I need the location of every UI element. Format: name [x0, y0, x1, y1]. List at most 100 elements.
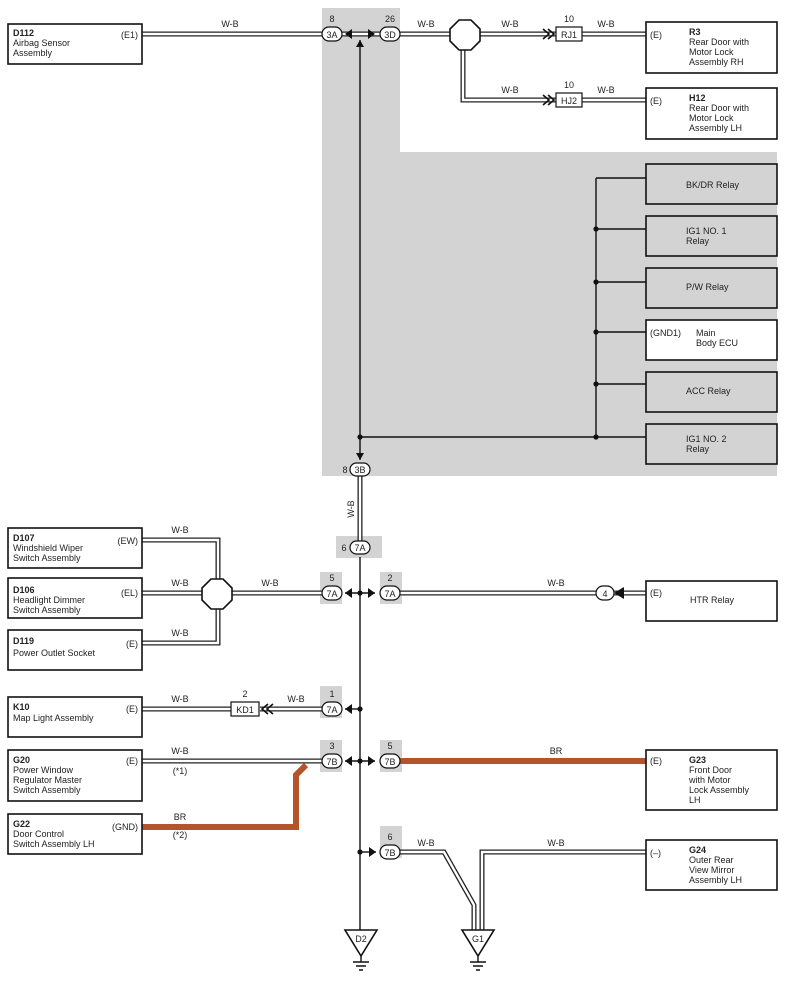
component-name-line: Main — [696, 328, 716, 338]
component-code: D119 — [13, 636, 34, 646]
pin-number: 10 — [564, 14, 574, 24]
br-wire-g22 — [142, 762, 309, 830]
pin-number: 5 — [329, 573, 334, 583]
connector-7a-6: 7A 6 — [341, 540, 371, 555]
component-name-line: Switch Assembly — [13, 785, 81, 795]
connector-label: 7A — [384, 589, 395, 599]
component-d107: D107 Windshield Wiper Switch Assembly (E… — [7, 527, 143, 569]
component-g22: G22 Door Control Switch Assembly LH (GND… — [7, 813, 143, 855]
terminal-label: (EL) — [121, 588, 138, 598]
component-name-line: Power Window — [13, 765, 74, 775]
wire-label: W-B — [287, 694, 304, 704]
component-k10: K10 Map Light Assembly (E) — [7, 696, 143, 738]
component-htr-relay: HTR Relay (E) — [645, 580, 778, 622]
pin-number: 8 — [329, 14, 334, 24]
connector-7b-3: 7B 3 — [321, 741, 343, 769]
component-name-line: Front Door — [689, 765, 732, 775]
wire-label: W-B — [221, 19, 238, 29]
connector-rj1: RJ1 10 — [555, 14, 583, 42]
component-name-line: with Motor — [688, 775, 731, 785]
component-name-line: HTR Relay — [690, 595, 735, 605]
connector-3d: 3D 26 — [379, 14, 401, 42]
wire-label: W-B — [171, 578, 188, 588]
wire-label: W-B — [417, 19, 434, 29]
component-name-line: View Mirror — [689, 865, 734, 875]
component-code: G20 — [13, 755, 30, 765]
component-name-line: Power Outlet Socket — [13, 648, 96, 658]
connector-label: 7A — [326, 589, 337, 599]
connector-7a-2: 7A 2 — [379, 573, 401, 601]
ground-label: G1 — [472, 934, 484, 944]
component-code: G23 — [689, 755, 706, 765]
component-code: G24 — [689, 845, 706, 855]
connector-label: KD1 — [236, 705, 254, 715]
terminal-label: (E) — [650, 96, 662, 106]
terminal-label: (E) — [126, 704, 138, 714]
component-ig1-no2-relay: IG1 NO. 2 Relay — [645, 423, 778, 465]
connector-label: 3A — [326, 30, 337, 40]
component-name-line: IG1 NO. 1 — [686, 226, 727, 236]
wire-label: BR — [550, 746, 563, 756]
pin-number: 3 — [329, 741, 334, 751]
ground-d2: D2 — [343, 929, 379, 971]
pin-number: 2 — [387, 573, 392, 583]
chevrons — [260, 28, 556, 715]
connector-3a: 3A 8 — [321, 14, 343, 42]
splice-octagon-top — [449, 19, 481, 51]
note-label: (*2) — [173, 830, 188, 840]
wire-label: W-B — [171, 525, 188, 535]
component-name-line: LH — [689, 795, 701, 805]
component-name-line: Relay — [686, 236, 710, 246]
connector-label: 7B — [326, 757, 337, 767]
component-name-line: Door Control — [13, 829, 64, 839]
terminal-label: (E1) — [121, 30, 138, 40]
component-g23: G23 Front Door with Motor Lock Assembly … — [645, 749, 778, 811]
pin-number: 26 — [385, 14, 395, 24]
component-name-line: Lock Assembly — [689, 785, 750, 795]
terminal-label: (E) — [126, 639, 138, 649]
component-name-line: Body ECU — [696, 338, 738, 348]
component-name-line: Headlight Dimmer — [13, 595, 85, 605]
wire-label: W-B — [346, 500, 356, 517]
connector-label: 3B — [354, 465, 365, 475]
component-name-line: Rear Door with — [689, 103, 749, 113]
wire-label: W-B — [501, 85, 518, 95]
connector-7b-5: 7B 5 — [379, 741, 401, 769]
pin-number: 5 — [387, 741, 392, 751]
component-code: D112 — [13, 28, 34, 38]
component-name-line: Relay — [686, 444, 710, 454]
ground-label: D2 — [355, 934, 367, 944]
wire-label: W-B — [501, 19, 518, 29]
ground-g1: G1 — [460, 929, 496, 971]
component-name-line: Switch Assembly — [13, 553, 81, 563]
component-name-line: Map Light Assembly — [13, 713, 94, 723]
connector-label: 7A — [354, 543, 365, 553]
pin-arrows — [345, 29, 624, 857]
component-ig1-no1-relay: IG1 NO. 1 Relay — [645, 215, 778, 257]
connector-3b: 3B 8 — [342, 462, 371, 477]
connector-7b-6: 7B 6 — [379, 832, 401, 860]
component-r3: R3 Rear Door with Motor Lock Assembly RH… — [645, 21, 778, 74]
component-name-line: Assembly RH — [689, 57, 744, 67]
component-code: R3 — [689, 27, 701, 37]
component-d112: D112 Airbag Sensor Assembly (E1) — [7, 23, 143, 65]
wire-label: W-B — [597, 85, 614, 95]
wire-label: W-B — [547, 838, 564, 848]
component-name-line: Assembly — [13, 48, 53, 58]
terminal-label: (E) — [126, 756, 138, 766]
wire-label: W-B — [417, 838, 434, 848]
terminal-label: (GND1) — [650, 328, 681, 338]
connector-label: 7B — [384, 848, 395, 858]
component-name-line: Windshield Wiper — [13, 543, 83, 553]
connector-label: 4 — [602, 589, 607, 599]
terminal-label: (E) — [650, 588, 662, 598]
component-name-line: BK/DR Relay — [686, 180, 740, 190]
connector-hj2: HJ2 10 — [555, 80, 583, 108]
component-name-line: Outer Rear — [689, 855, 734, 865]
pin-number: 6 — [387, 832, 392, 842]
component-name-line: Switch Assembly — [13, 605, 81, 615]
component-code: H12 — [689, 93, 706, 103]
component-name-line: Rear Door with — [689, 37, 749, 47]
pin-number: 2 — [242, 689, 247, 699]
